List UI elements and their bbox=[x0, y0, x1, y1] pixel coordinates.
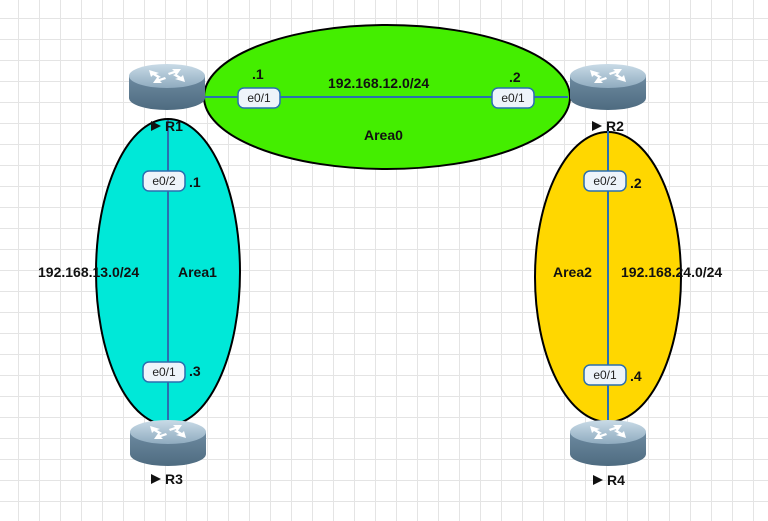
subnet-area2-label: 192.168.24.0/24 bbox=[621, 264, 722, 280]
router-r3-label: R3 bbox=[151, 471, 183, 487]
router-r3[interactable] bbox=[130, 420, 206, 466]
host-r1-area0: .1 bbox=[252, 66, 264, 82]
subnet-area0-label: 192.168.12.0/24 bbox=[328, 75, 429, 91]
interface-name: e0/1 bbox=[593, 368, 617, 382]
router-r4[interactable] bbox=[570, 420, 646, 466]
router-arrows-icon bbox=[590, 69, 626, 83]
play-icon bbox=[151, 474, 161, 484]
interface-r3-e01[interactable]: e0/1 bbox=[142, 361, 186, 383]
router-r1[interactable] bbox=[129, 64, 205, 110]
router-r2-label: R2 bbox=[592, 118, 624, 134]
interface-r4-e01[interactable]: e0/1 bbox=[583, 364, 627, 386]
router-r1-name: R1 bbox=[165, 118, 183, 134]
interface-name: e0/2 bbox=[593, 174, 617, 188]
host-r1-area1: .1 bbox=[189, 174, 201, 190]
router-icon-top bbox=[129, 64, 205, 88]
interface-name: e0/2 bbox=[152, 174, 176, 188]
router-r4-name: R4 bbox=[607, 472, 625, 488]
interface-name: e0/1 bbox=[247, 91, 271, 105]
router-arrows-icon bbox=[150, 425, 186, 439]
host-r2-area2: .2 bbox=[630, 175, 642, 191]
play-icon bbox=[592, 121, 602, 131]
router-r2[interactable] bbox=[570, 64, 646, 110]
interface-name: e0/1 bbox=[152, 365, 176, 379]
interface-r1-e02[interactable]: e0/2 bbox=[142, 170, 186, 192]
interface-r2-e01[interactable]: e0/1 bbox=[491, 87, 535, 109]
play-icon bbox=[593, 475, 603, 485]
host-r4-area2: .4 bbox=[630, 368, 642, 384]
interface-r2-e02[interactable]: e0/2 bbox=[583, 170, 627, 192]
router-r2-name: R2 bbox=[606, 118, 624, 134]
area2-label: Area2 bbox=[553, 264, 592, 280]
router-arrows-icon bbox=[149, 69, 185, 83]
router-r1-label: R1 bbox=[151, 118, 183, 134]
router-icon-top bbox=[130, 420, 206, 444]
router-arrows-icon bbox=[590, 425, 626, 439]
router-r4-label: R4 bbox=[593, 472, 625, 488]
host-r3-area1: .3 bbox=[189, 363, 201, 379]
router-r3-name: R3 bbox=[165, 471, 183, 487]
host-r2-area0: .2 bbox=[509, 69, 521, 85]
area1-label: Area1 bbox=[178, 264, 217, 280]
interface-name: e0/1 bbox=[501, 91, 525, 105]
interface-r1-e01[interactable]: e0/1 bbox=[237, 87, 281, 109]
play-icon bbox=[151, 121, 161, 131]
router-icon-top bbox=[570, 420, 646, 444]
router-icon-top bbox=[570, 64, 646, 88]
area0-label: Area0 bbox=[364, 127, 403, 143]
subnet-area1-label: 192.168.13.0/24 bbox=[38, 264, 139, 280]
